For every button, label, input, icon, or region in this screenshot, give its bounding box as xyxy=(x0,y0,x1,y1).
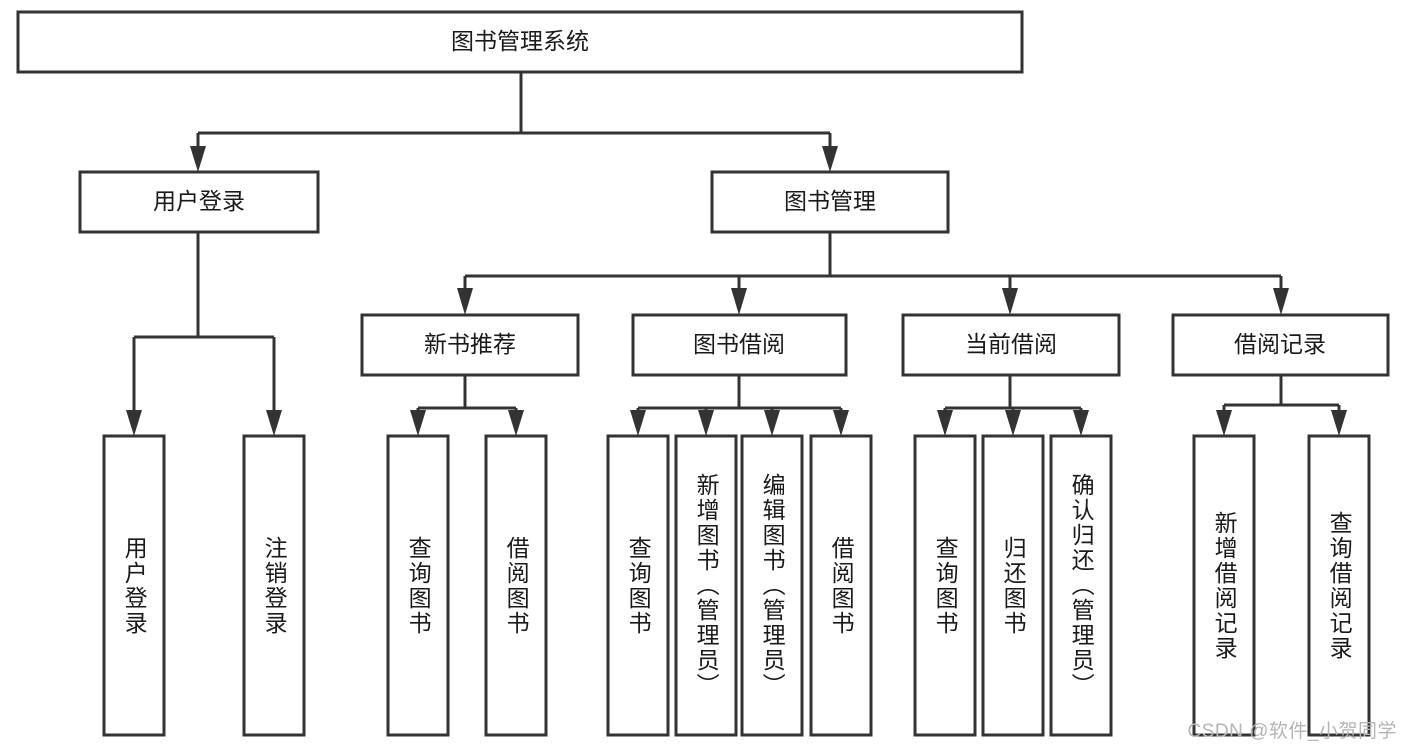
arrowhead-cb-leaf1 xyxy=(937,410,953,436)
node-new-book-recommend[interactable] xyxy=(360,313,580,377)
node-current-borrow[interactable] xyxy=(901,313,1121,377)
arrowhead-new-book xyxy=(457,288,473,315)
node-new-book-recommend-label: 新书推荐 xyxy=(424,331,516,357)
arrowhead-nb-leaf1 xyxy=(410,410,426,436)
node-borrow-record-label: 借阅记录 xyxy=(1234,331,1326,357)
arrowhead-br-leaf2 xyxy=(1331,410,1347,436)
leaf-book-borrow-3[interactable] xyxy=(809,434,873,737)
arrowhead-book-borrow xyxy=(731,288,747,315)
arrowhead-cb-leaf2 xyxy=(1005,410,1021,436)
node-borrow-record[interactable] xyxy=(1171,313,1390,377)
leaf-book-borrow-1[interactable] xyxy=(674,434,738,737)
node-book-management-label: 图书管理 xyxy=(784,188,876,214)
node-root-label: 图书管理系统 xyxy=(451,28,589,54)
leaf-user-login-1[interactable] xyxy=(242,434,306,737)
leaf-current-borrow-1[interactable] xyxy=(981,434,1045,737)
arrowhead-bb-leaf2 xyxy=(698,410,714,436)
arrowhead-bb-leaf1 xyxy=(630,410,646,436)
node-user-login-label: 用户登录 xyxy=(153,188,245,214)
arrowhead-current-borrow xyxy=(1002,288,1018,315)
connector-layer xyxy=(126,72,1347,436)
node-book-borrow[interactable] xyxy=(631,313,848,377)
arrowhead-book-mgmt xyxy=(822,146,838,172)
leaf-borrow-record-1[interactable] xyxy=(1307,434,1371,737)
label-layer-horizontal: 图书管理系统 用户登录 图书管理 新书推荐 图书借阅 当前借阅 借阅记录 xyxy=(153,28,1326,357)
node-layer xyxy=(16,10,1390,737)
leaf-user-login-0[interactable] xyxy=(102,434,166,737)
arrowhead-leaf-user-login xyxy=(126,410,142,436)
arrowhead-cb-leaf3 xyxy=(1073,410,1089,436)
node-user-login[interactable] xyxy=(78,170,320,234)
leaf-new-book-1[interactable] xyxy=(484,434,548,737)
node-book-borrow-label: 图书借阅 xyxy=(693,331,785,357)
arrowhead-leaf-logout xyxy=(266,410,282,436)
leaf-book-borrow-2[interactable] xyxy=(740,434,804,737)
arrowhead-user-login xyxy=(190,146,206,172)
node-book-management[interactable] xyxy=(710,170,950,234)
arrowhead-nb-leaf2 xyxy=(508,410,524,436)
node-root[interactable] xyxy=(16,10,1024,74)
arrowhead-bb-leaf4 xyxy=(833,410,849,436)
leaf-current-borrow-2[interactable] xyxy=(1049,434,1113,737)
csdn-watermark: CSDN @软件_小贺同学 xyxy=(1187,721,1397,742)
node-current-borrow-label: 当前借阅 xyxy=(965,331,1057,357)
arrowhead-br-leaf1 xyxy=(1216,410,1232,436)
leaf-book-borrow-0[interactable] xyxy=(606,434,670,737)
leaf-borrow-record-0[interactable] xyxy=(1192,434,1256,737)
leaf-new-book-0[interactable] xyxy=(386,434,450,737)
arrowhead-borrow-record xyxy=(1273,288,1289,315)
leaf-current-borrow-0[interactable] xyxy=(913,434,977,737)
arrowhead-bb-leaf3 xyxy=(764,410,780,436)
